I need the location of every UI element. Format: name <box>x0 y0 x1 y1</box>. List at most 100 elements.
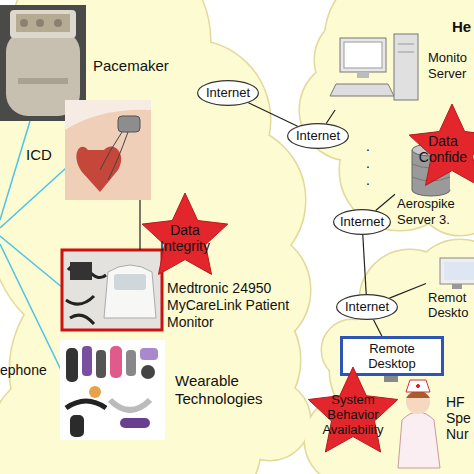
pacemaker-photo <box>10 10 76 38</box>
node-label: Internet <box>199 86 257 101</box>
screen-stand <box>384 376 398 382</box>
wearables-photo <box>89 386 101 398</box>
remote-desktop-screen: Remote Desktop <box>340 336 444 376</box>
nurse-figure <box>416 384 420 388</box>
server-computer <box>330 34 418 100</box>
server-computer <box>344 42 382 68</box>
threat-star: Data Integrity <box>137 192 233 284</box>
nurse-figure <box>406 380 430 392</box>
desktop-icon <box>440 258 474 284</box>
wireless-link <box>0 244 62 372</box>
star-outline <box>142 193 228 274</box>
node-label: Internet <box>289 129 347 144</box>
wearables-photo <box>70 415 84 437</box>
node-label: Pacemaker <box>93 57 179 74</box>
wearables-node: Wearable Technologies <box>60 338 270 442</box>
server-computer <box>357 72 369 78</box>
remote-desktop-node: Remot Deskto <box>426 256 474 322</box>
icd-illustration <box>118 116 140 132</box>
screen-outline <box>342 338 443 375</box>
nurse-figure <box>398 412 440 468</box>
node-label: Aerospike Server 3. <box>397 196 474 228</box>
node-label: Wearable Technologies <box>175 372 275 408</box>
icd-illustration <box>65 110 151 200</box>
wearables-photo <box>96 350 106 378</box>
nurse-figure <box>406 390 430 414</box>
wearables-photo <box>140 348 158 360</box>
annotation-text: . <box>366 172 370 188</box>
monitor-photo <box>62 250 162 330</box>
network-link <box>376 194 395 210</box>
node-label: ICD <box>26 146 66 163</box>
icd-illustration <box>76 146 121 192</box>
pacemaker-photo <box>36 19 44 27</box>
pacemaker-photo <box>18 78 68 84</box>
annotation-text: ephone <box>0 362 47 378</box>
pacemaker-photo <box>20 19 28 27</box>
nurse-figure <box>398 380 440 468</box>
node-label: HF Spe Nur <box>446 394 474 442</box>
network-link <box>139 200 140 250</box>
wearables-photo <box>66 348 78 382</box>
wearables-photo <box>126 350 136 376</box>
internet-outline <box>334 210 391 235</box>
database-cylinder <box>412 150 413 190</box>
internet-outline <box>288 124 349 149</box>
icd-illustration <box>65 100 151 200</box>
wearables-photo <box>110 346 122 378</box>
wearables-photo <box>60 340 165 440</box>
wireless-link <box>0 121 66 372</box>
network-link <box>374 320 382 336</box>
wearables-photo <box>60 340 165 440</box>
server-computer <box>330 84 394 96</box>
desktop-icon <box>444 262 474 280</box>
annotation-text: . <box>366 138 370 154</box>
annotation-text: . <box>366 155 370 171</box>
pacemaker-photo <box>54 19 62 27</box>
internet-outline <box>337 295 398 320</box>
wearables-photo <box>141 365 155 379</box>
monitor-photo <box>63 251 161 329</box>
monitor-photo <box>62 250 162 330</box>
node-label: Internet <box>338 300 396 315</box>
desktop-icon <box>440 258 474 289</box>
wearables-photo <box>110 400 150 410</box>
internet-ellipse: Internet <box>333 209 391 235</box>
monitor-photo <box>104 265 156 318</box>
node-label: Medtronic 24950 MyCareLink Patient Monit… <box>167 280 295 331</box>
internet-ellipse: Internet <box>287 123 349 149</box>
internet-ellipse: Internet <box>197 80 259 106</box>
icd-illustration <box>100 132 128 180</box>
server-computer <box>340 38 386 72</box>
node-label: System Behavior Availability <box>314 392 392 437</box>
node-label: Monito Server <box>428 50 472 82</box>
screen-stand <box>384 376 398 382</box>
server-computer <box>394 34 418 100</box>
threat-star: Data Confide <box>406 103 474 195</box>
server-computer <box>398 44 414 45</box>
pacemaker-photo <box>16 14 70 32</box>
monitor-photo <box>70 262 92 280</box>
network-link <box>248 103 297 126</box>
node-label: Internet <box>334 215 390 230</box>
node-label: Remote Desktop <box>359 341 425 371</box>
patient-monitor-node: Medtronic 24950 MyCareLink Patient Monit… <box>62 250 302 332</box>
internet-outline <box>198 81 259 106</box>
node-label: Data Confide <box>412 133 474 165</box>
node-label: Remot Deskto <box>428 290 474 320</box>
icd-illustration <box>65 100 151 200</box>
server-computer <box>398 52 414 53</box>
device-image-node: ICD <box>20 100 152 200</box>
nurse-node: HF Spe Nur <box>386 376 474 470</box>
annotation-text: He <box>452 18 471 35</box>
desktop-icon <box>452 284 462 289</box>
threat-star: System Behavior Availability <box>300 366 406 462</box>
node-label: Data Integrity <box>150 222 220 254</box>
wearables-photo <box>82 346 92 376</box>
database-node: Aerospike Server 3. <box>395 138 474 232</box>
star-outline <box>308 367 397 452</box>
